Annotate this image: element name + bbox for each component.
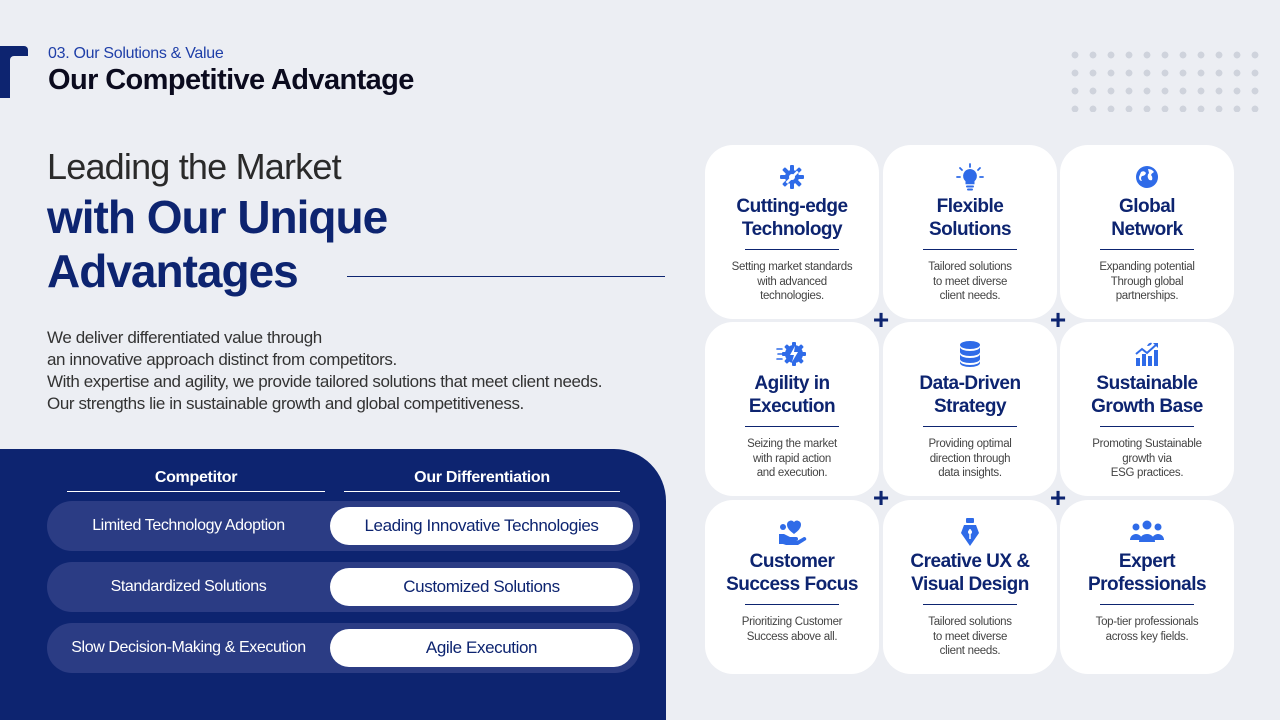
team-icon: [1060, 518, 1234, 546]
card-title: Creative UX & Visual Design: [910, 551, 1030, 595]
headline-line-1: Leading the Market: [47, 146, 342, 187]
card-title: Data-Driven Strategy: [919, 373, 1021, 417]
card-customer-success-focus: Customer Success Focus Prioritizing Cust…: [705, 500, 879, 674]
plus-icon: +: [872, 304, 890, 335]
card-title: Flexible Solutions: [928, 196, 1012, 240]
dot-grid-decoration: [1066, 46, 1266, 112]
card-divider: [1100, 249, 1194, 250]
headline-divider: [347, 276, 665, 277]
differentiation-column-header: Our Differentiation: [414, 469, 550, 486]
card-description: Promoting Sustainable growth via ESG pra…: [1092, 438, 1202, 479]
card-agility-in-execution: Agility in Execution Seizing the market …: [705, 322, 879, 496]
differentiation-pill: Leading Innovative Technologies: [330, 507, 633, 545]
growth-chart-icon: [1060, 340, 1234, 368]
card-title: Sustainable Growth Base: [1091, 373, 1203, 417]
card-divider: [745, 249, 839, 250]
lightning-gear-icon: [705, 340, 879, 368]
card-description: Setting market standards with advanced t…: [731, 261, 853, 302]
card-divider: [745, 604, 839, 605]
card-divider: [923, 249, 1017, 250]
card-global-network: Global Network Expanding potential Throu…: [1060, 145, 1234, 319]
accent-bar: [0, 46, 28, 98]
card-description: Seizing the market with rapid action and…: [747, 438, 837, 479]
section-label: 03. Our Solutions & Value: [48, 45, 224, 62]
card-description: Expanding potential Through global partn…: [1099, 261, 1195, 302]
competitor-cell: Slow Decision-Making & Execution: [71, 639, 306, 656]
card-data-driven-strategy: Data-Driven Strategy Providing optimal d…: [883, 322, 1057, 496]
competitor-header-rule: [67, 491, 325, 492]
intro-line: We deliver differentiated value through: [47, 328, 322, 347]
competitor-column-header: Competitor: [154, 469, 238, 486]
card-title: Global Network: [1111, 196, 1183, 240]
card-description: Providing optimal direction through data…: [928, 438, 1012, 479]
card-divider: [745, 426, 839, 427]
card-description: Top-tier professionals across key fields…: [1095, 616, 1199, 643]
headline-line-2: with Our Unique Advantages: [47, 191, 388, 297]
competitor-cell: Standardized Solutions: [110, 578, 267, 595]
card-cutting-edge-technology: Cutting-edge Technology Setting market s…: [705, 145, 879, 319]
competitor-cell: Limited Technology Adoption: [92, 517, 285, 534]
pen-nib-icon: [883, 518, 1057, 546]
intro-text: We deliver differentiated value through …: [47, 327, 667, 415]
card-divider: [1100, 426, 1194, 427]
card-description: Tailored solutions to meet diverse clien…: [928, 261, 1012, 302]
plus-icon: +: [1049, 482, 1067, 513]
differentiation-pill: Customized Solutions: [330, 568, 633, 606]
intro-line: an innovative approach distinct from com…: [47, 350, 397, 369]
comparison-row: Standardized Solutions Customized Soluti…: [47, 562, 640, 612]
plus-icon: +: [1049, 304, 1067, 335]
card-divider: [923, 604, 1017, 605]
card-title: Expert Professionals: [1087, 551, 1207, 595]
card-flexible-solutions: Flexible Solutions Tailored solutions to…: [883, 145, 1057, 319]
card-creative-ux-visual-design: Creative UX & Visual Design Tailored sol…: [883, 500, 1057, 674]
lightbulb-icon: [883, 163, 1057, 191]
card-description: Prioritizing Customer Success above all.: [741, 616, 843, 643]
page-title: Our Competitive Advantage: [48, 64, 414, 96]
differentiation-pill: Agile Execution: [330, 629, 633, 667]
hand-heart-icon: [705, 518, 879, 546]
intro-line: With expertise and agility, we provide t…: [47, 372, 603, 391]
plus-icon: +: [872, 482, 890, 513]
card-title: Agility in Execution: [748, 373, 836, 417]
card-title: Customer Success Focus: [726, 551, 858, 595]
comparison-row: Limited Technology Adoption Leading Inno…: [47, 501, 640, 551]
card-expert-professionals: Expert Professionals Top-tier profession…: [1060, 500, 1234, 674]
card-sustainable-growth-base: Sustainable Growth Base Promoting Sustai…: [1060, 322, 1234, 496]
card-divider: [1100, 604, 1194, 605]
globe-icon: [1060, 163, 1234, 191]
intro-line: Our strengths lie in sustainable growth …: [47, 394, 524, 413]
gear-wrench-icon: [705, 163, 879, 191]
database-icon: [883, 340, 1057, 368]
card-title: Cutting-edge Technology: [736, 196, 848, 240]
differentiation-header-rule: [344, 491, 620, 492]
card-description: Tailored solutions to meet diverse clien…: [928, 616, 1012, 657]
card-divider: [923, 426, 1017, 427]
comparison-row: Slow Decision-Making & Execution Agile E…: [47, 623, 640, 673]
